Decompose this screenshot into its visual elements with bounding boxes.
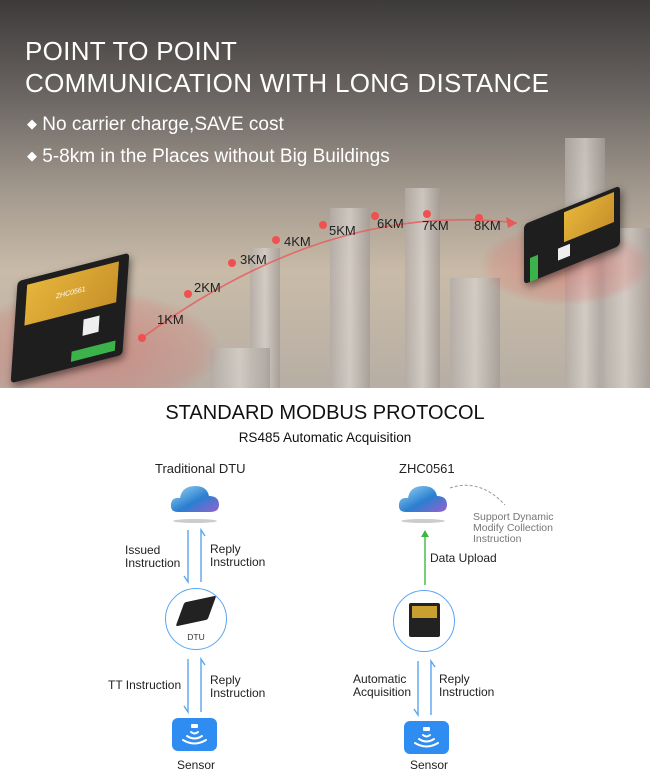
label-tt-instruction: TT Instruction (108, 678, 182, 692)
terminal-block (530, 254, 538, 282)
distance-dot (423, 210, 431, 218)
bullet-item: ◆ No carrier charge,SAVE cost (27, 114, 284, 135)
distance-dot (272, 236, 280, 244)
dynamic-modify-note: Support Dynamic Modify Collection Instru… (473, 511, 554, 545)
arrow-up (430, 658, 436, 715)
distance-label: 1KM (157, 312, 184, 327)
qr-code (558, 243, 570, 261)
banner-title-line1: POINT TO POINT (25, 36, 238, 66)
distance-dot (319, 221, 327, 229)
distance-arc (138, 210, 518, 342)
sensor-icon (404, 721, 449, 754)
label-reply-instruction: Reply Instruction (439, 672, 495, 699)
distance-label: 7KM (422, 218, 449, 233)
zhc0561-device-node (393, 590, 455, 652)
cloud-icon (170, 486, 219, 512)
label-reply-instruction: Reply Instruction (210, 673, 266, 700)
arrow-up (200, 527, 206, 582)
arrow-down (183, 659, 189, 715)
distance-dot (184, 290, 192, 298)
distance-label: 2KM (194, 280, 221, 295)
sensor-icon (172, 718, 217, 751)
protocol-title: STANDARD MODBUS PROTOCOL (165, 402, 485, 424)
label-reply-instruction: Reply Instruction (210, 542, 266, 569)
protocol-subtitle: RS485 Automatic Acquisition (238, 430, 412, 445)
building (210, 348, 270, 388)
distance-label: 3KM (240, 252, 267, 267)
distance-label: 6KM (377, 216, 404, 231)
bullet-item: ◆ 5-8km in the Places without Big Buildi… (27, 146, 390, 167)
distance-dot (228, 259, 236, 267)
diamond-icon: ◆ (27, 116, 37, 131)
label-automatic-acquisition: Automatic Acquisition (353, 672, 412, 699)
arrow-up (200, 656, 206, 712)
dtu-label: DTU (187, 632, 205, 642)
dtu-device-image (175, 595, 217, 627)
cloud-icon (398, 486, 447, 512)
label-data-upload: Data Upload (430, 551, 497, 565)
arrow-down (413, 661, 419, 718)
distance-dot (138, 334, 146, 342)
note-connector (449, 484, 506, 506)
right-heading: ZHC0561 (399, 461, 455, 476)
sensor-label: Sensor (177, 758, 216, 772)
distance-label: 5KM (329, 223, 356, 238)
building (450, 278, 500, 388)
hero-banner: POINT TO POINT COMMUNICATION WITH LONG D… (0, 0, 650, 388)
dtu-device-node: DTU (165, 588, 227, 650)
sensor-label: Sensor (410, 758, 449, 772)
banner-title-line2: COMMUNICATION WITH LONG DISTANCE (25, 68, 550, 98)
left-heading: Traditional DTU (155, 461, 246, 476)
label-issued-instruction: Issued Instruction (125, 543, 181, 570)
building (600, 228, 650, 388)
diamond-icon: ◆ (27, 148, 37, 163)
qr-code (82, 315, 100, 336)
distance-dot (475, 214, 483, 222)
distance-dot (371, 212, 379, 220)
zhc0561-device-image (409, 603, 440, 637)
arrow-down (183, 530, 189, 585)
distance-label: 4KM (284, 234, 311, 249)
distance-label: 8KM (474, 218, 501, 233)
